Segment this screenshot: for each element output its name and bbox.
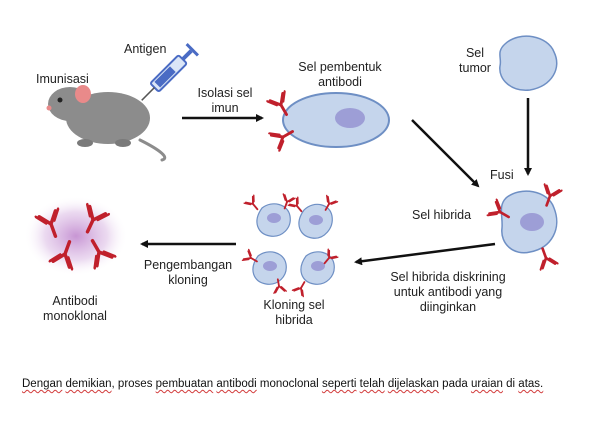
caption-word: uraian: [470, 378, 503, 390]
caption-paragraph: Dengan demikian, proses pembuatan antibo…: [22, 376, 582, 393]
caption-word: Dengan: [22, 378, 63, 390]
label-isolasi-line2: imun: [211, 101, 239, 115]
antibody-producing-cell: [265, 89, 390, 153]
caption-word: telah: [359, 378, 385, 390]
clone-cell-2: [287, 194, 339, 239]
label-kloning-sel-line1: Kloning sel: [263, 298, 325, 312]
label-kloning-sel: Kloning sel hibrida: [246, 298, 342, 328]
arrow-to-fusi-1: [411, 119, 480, 188]
arrow-diskrining: [354, 242, 496, 266]
label-antibodi-monoklonal: Antibodi monoklonal: [30, 294, 120, 324]
mouse-illustration: [46, 85, 167, 162]
label-sel-pembentuk-line1: Sel pembentuk: [298, 60, 382, 74]
clone-cell-3: [241, 248, 288, 295]
label-pengembangan-line1: Pengembangan: [143, 258, 233, 272]
monoclonal-antibodies: [24, 196, 128, 276]
hybrid-cell: [486, 182, 564, 272]
caption-word: seperti: [321, 378, 357, 390]
caption-word: pembuatan: [155, 378, 214, 390]
process-diagram: [24, 35, 564, 298]
cloned-hybrid-cells: [241, 193, 339, 298]
label-diskrining-line2: untuk antibodi yang: [393, 285, 503, 299]
caption-word: dijelaskan: [387, 378, 439, 390]
caption-word: pada: [442, 378, 468, 390]
label-sel-tumor-line1: Sel: [465, 46, 485, 60]
label-kloning-sel-line2: hibrida: [275, 313, 313, 327]
label-diskrining: Sel hibrida diskrining untuk antibodi ya…: [360, 270, 536, 315]
caption-word: antibodi: [216, 378, 257, 390]
clone-cell-4: [291, 248, 339, 298]
tumor-cell: [499, 35, 558, 91]
label-sel-hibrida: Sel hibrida: [412, 208, 472, 222]
label-diskrining-line3: diinginkan: [419, 300, 477, 314]
caption-word: monoclonal: [259, 378, 319, 390]
label-antibodi-line2: monoklonal: [43, 309, 107, 323]
syringe-icon: [141, 43, 199, 101]
label-sel-pembentuk: Sel pembentuk antibodi: [284, 60, 396, 90]
label-pengembangan: Pengembangan kloning: [138, 258, 238, 288]
label-fusi: Fusi: [490, 168, 514, 182]
label-isolasi-line1: Isolasi sel: [197, 86, 253, 100]
label-sel-tumor-line2: tumor: [459, 61, 491, 75]
label-sel-tumor: Sel tumor: [452, 46, 498, 76]
caption-word: atas.: [518, 378, 544, 390]
label-antibodi-line1: Antibodi: [52, 294, 98, 308]
label-isolasi: Isolasi sel imun: [186, 86, 264, 116]
caption-word: di: [506, 378, 516, 390]
label-antigen: Antigen: [124, 42, 167, 56]
caption-word: , proses: [111, 378, 153, 390]
caption-word: demikian: [65, 378, 112, 390]
label-sel-pembentuk-line2: antibodi: [318, 75, 362, 89]
label-diskrining-line1: Sel hibrida diskrining: [390, 270, 506, 284]
label-imunisasi: Imunisasi: [36, 72, 89, 86]
label-pengembangan-line2: kloning: [168, 273, 208, 287]
clone-cell-1: [243, 193, 296, 237]
